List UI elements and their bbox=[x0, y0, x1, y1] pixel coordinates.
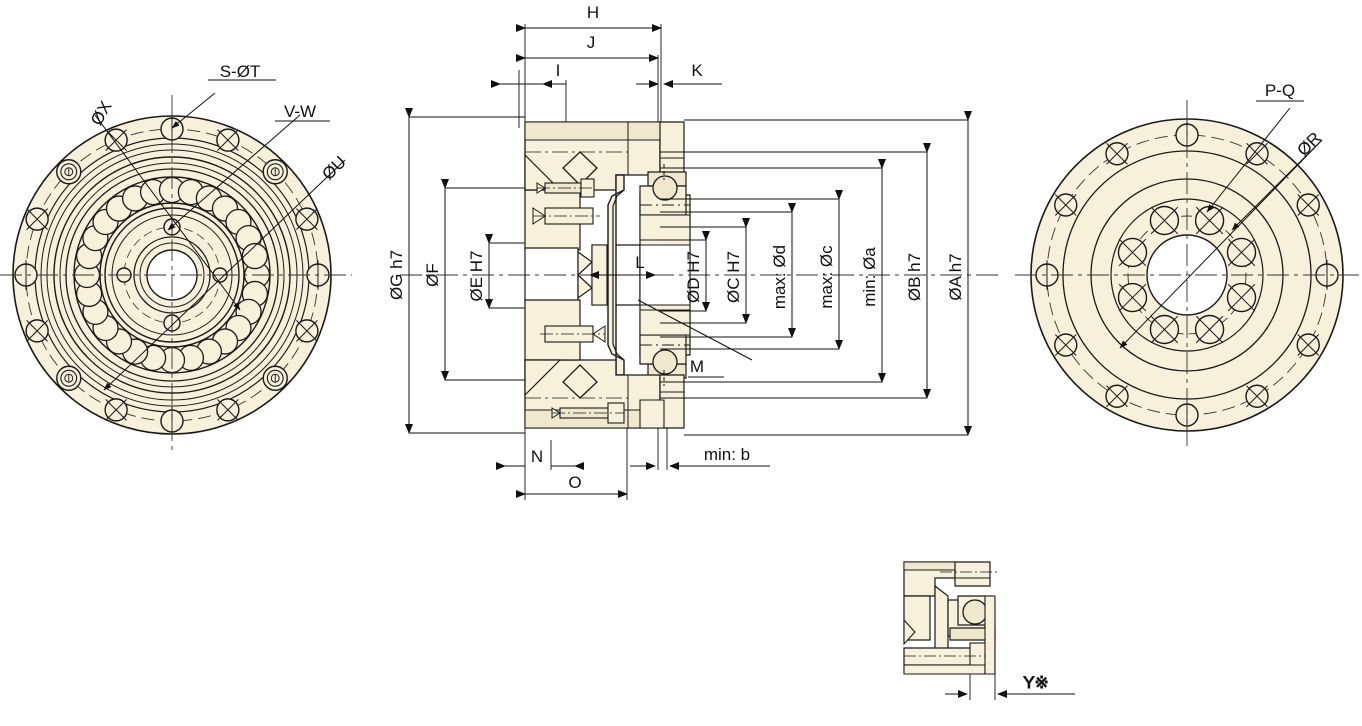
dim-label-phi-D-H7: ØD H7 bbox=[684, 251, 703, 303]
sec-race-bot3 bbox=[639, 309, 691, 336]
left-cross-hole-4-slash-2 bbox=[105, 399, 127, 421]
left-face-view: ØX S-ØT V-W ØU bbox=[0, 62, 352, 455]
label-V-W: V-W bbox=[284, 102, 316, 121]
top-dimensions: H J I K bbox=[491, 3, 722, 128]
left-cross-hole-3-slash-2 bbox=[217, 399, 239, 421]
right-inner-hole-2-slash-2 bbox=[1227, 283, 1256, 312]
dim-label-phi-G-h7: ØG h7 bbox=[387, 250, 406, 300]
sec-screw-top-1 bbox=[536, 178, 595, 198]
leader-phi-U bbox=[103, 159, 346, 391]
dim-label-min-b: min: b bbox=[704, 445, 750, 464]
left-cross-hole-5-slash-2 bbox=[26, 320, 48, 342]
left-cross-hole-7-slash-2 bbox=[105, 129, 127, 151]
sec-bearing-ball-top bbox=[652, 175, 678, 201]
dim-label-max-phi-d: max: Ød bbox=[770, 245, 789, 309]
right-inner-hole-6-slash-2 bbox=[1118, 238, 1147, 267]
sec-top-flange-band bbox=[524, 121, 661, 141]
dim-label-O: O bbox=[568, 473, 581, 492]
sec-bot-tab bbox=[639, 399, 665, 429]
dim-label-phi-B-h7: ØB h7 bbox=[905, 253, 924, 301]
dim-label-H: H bbox=[587, 3, 599, 22]
right-face-view: P-Q ØR bbox=[1015, 81, 1359, 450]
leader-S-phi-T bbox=[171, 92, 216, 129]
leader-V-W bbox=[167, 114, 301, 231]
right-outer-cross-10-slash-2 bbox=[1054, 194, 1077, 216]
label-M: M bbox=[690, 357, 704, 376]
det-bottom-plate bbox=[903, 664, 986, 675]
sec-diamond-bot bbox=[562, 364, 598, 399]
dim-label-L: L bbox=[635, 253, 644, 272]
right-inner-hole-3-slash-2 bbox=[1195, 315, 1224, 344]
section-body bbox=[400, 121, 1000, 429]
left-counterbore-0-inner bbox=[266, 163, 284, 181]
sec-bearing-ball-bot bbox=[652, 349, 678, 375]
left-counterbore-2-inner bbox=[60, 369, 78, 387]
section-view: H J I K bbox=[387, 3, 1000, 500]
det-top-right bbox=[954, 561, 991, 587]
left-cross-hole-6-slash-2 bbox=[26, 208, 48, 230]
leader-phi-R-2 bbox=[1231, 139, 1323, 231]
dim-label-I: I bbox=[556, 61, 561, 80]
right-outer-cross-7-slash-2 bbox=[1106, 385, 1128, 408]
left-cross-hole-2-slash-2 bbox=[296, 320, 318, 342]
left-cross-hole-0-slash-2 bbox=[217, 129, 239, 151]
right-inner-hole-group bbox=[1117, 205, 1257, 345]
right-outer-cross-1-slash-2 bbox=[1246, 142, 1268, 165]
right-outer-cross-2-slash-2 bbox=[1297, 194, 1320, 216]
sec-race-top3 bbox=[639, 214, 691, 241]
sec-screw-bot-2 bbox=[551, 402, 625, 424]
right-outer-cross-5-slash-2 bbox=[1246, 385, 1268, 408]
det-top-band bbox=[903, 561, 956, 571]
label-P-Q: P-Q bbox=[1265, 81, 1295, 100]
bottom-dimensions: N O min: b bbox=[496, 428, 770, 500]
leader-M-line bbox=[637, 299, 753, 361]
dim-label-K: K bbox=[691, 61, 703, 80]
dim-label-max-phi-c: max: Øc bbox=[817, 245, 836, 309]
dim-label-phi-E-H7: ØE H7 bbox=[467, 250, 486, 301]
right-outer-hole-group bbox=[1035, 120, 1339, 430]
left-counterbore-3-inner bbox=[60, 163, 78, 181]
right-leaders bbox=[1119, 100, 1323, 349]
label-S-phi-T: S-ØT bbox=[220, 62, 261, 81]
left-ball-27 bbox=[241, 242, 269, 270]
det-taper bbox=[903, 618, 916, 646]
leader-phi-R bbox=[1119, 139, 1323, 349]
right-outer-cross-11-slash-2 bbox=[1106, 142, 1128, 165]
leader-phi-X bbox=[94, 114, 241, 311]
dim-label-N: N bbox=[531, 447, 543, 466]
sec-chamfer-bot bbox=[524, 359, 562, 397]
right-inner-hole-0-slash-2 bbox=[1195, 206, 1224, 235]
right-vertical-dimensions: L ØD H7 ØC H7 max: Ød max: Øc bbox=[589, 111, 972, 436]
sec-bore-taper bbox=[577, 250, 593, 300]
det-right-edge bbox=[984, 595, 996, 675]
dim-label-min-phi-a: min: Øa bbox=[860, 247, 879, 307]
right-outer-cross-8-slash-2 bbox=[1054, 334, 1077, 356]
left-vertical-dimensions: ØG h7 ØF ØE H7 bbox=[387, 108, 525, 434]
sec-screw-top-2 bbox=[532, 207, 600, 225]
right-outer-cross-4-slash-2 bbox=[1297, 334, 1320, 356]
detail-view: Y※ bbox=[903, 561, 1075, 700]
dim-label-J: J bbox=[587, 33, 596, 52]
dim-label-phi-A-h7: ØA h7 bbox=[946, 253, 965, 300]
dim-label-phi-F: ØF bbox=[423, 263, 442, 287]
left-outer-hole-group bbox=[14, 114, 330, 436]
leader-P-Q bbox=[1206, 107, 1291, 213]
label-Y: Y※ bbox=[1023, 673, 1049, 692]
sec-screw-bot-1 bbox=[540, 325, 606, 343]
right-inner-hole-5-slash-2 bbox=[1118, 283, 1147, 312]
right-inner-hole-4-slash-2 bbox=[1150, 315, 1179, 344]
right-inner-hole-7-slash-2 bbox=[1150, 206, 1179, 235]
dim-label-phi-C-H7: ØC H7 bbox=[724, 251, 743, 303]
left-leaders bbox=[94, 79, 346, 391]
leader-M-group: M bbox=[637, 299, 753, 378]
left-counterbore-1-inner bbox=[266, 369, 284, 387]
left-cross-hole-1-slash-2 bbox=[296, 208, 318, 230]
det-bearing-ball bbox=[962, 599, 988, 625]
right-inner-hole-1-slash-2 bbox=[1227, 238, 1256, 267]
